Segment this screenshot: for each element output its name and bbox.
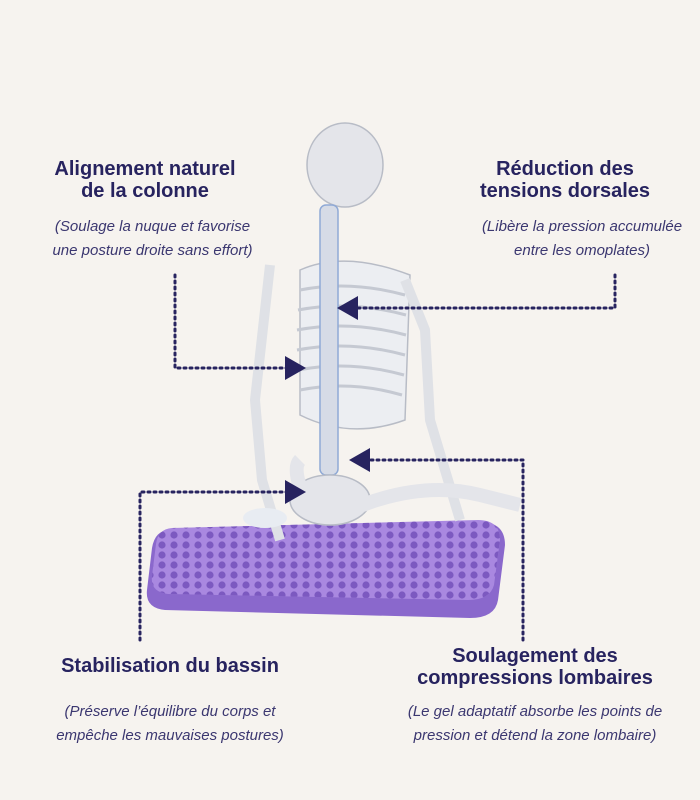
desc-line: une posture droite sans effort) [52, 242, 253, 259]
desc-line: (Préserve l’équilibre du corps et [64, 703, 276, 720]
desc-line: (Libère la pression accumulée [481, 218, 683, 235]
title-line: Soulagement des [452, 645, 618, 667]
title-line: compressions lombaires [417, 667, 653, 689]
callout-pelvis-title: Stabilisation du bassin [30, 655, 310, 677]
title-line: de la colonne [81, 180, 209, 202]
callout-lumbar-title: Soulagement des compressions lombaires [400, 645, 670, 689]
leader-line-dorsal [337, 273, 617, 320]
title-line: Alignement naturel [54, 158, 236, 180]
desc-line: (Le gel adaptatif absorbe les points de [407, 703, 663, 720]
callout-spine-title: Alignement naturel de la colonne [20, 158, 270, 202]
callout-spine-desc: (Soulage la nuque et favorise une postur… [15, 215, 290, 263]
gel-cushion [146, 520, 505, 618]
title-line: tensions dorsales [479, 180, 651, 202]
callout-pelvis-desc: (Préserve l’équilibre du corps et empêch… [30, 700, 310, 748]
desc-line: empêche les mauvaises postures) [56, 727, 284, 744]
callout-lumbar-desc: (Le gel adaptatif absorbe les points de … [385, 700, 685, 748]
leader-line-pelvis [138, 480, 306, 642]
desc-line: pression et détend la zone lombaire) [413, 727, 657, 744]
leader-line-lumbar [349, 448, 525, 642]
title-line: Stabilisation du bassin [61, 655, 279, 677]
skeleton-figure [243, 122, 522, 542]
desc-line: (Soulage la nuque et favorise [54, 218, 251, 235]
callout-dorsal-desc: (Libère la pression accumulée entre les … [462, 215, 700, 263]
desc-line: entre les omoplates) [514, 242, 650, 259]
leader-line-spine [173, 273, 306, 380]
title-line: Réduction des [496, 158, 634, 180]
callout-dorsal-title: Réduction des tensions dorsales [460, 158, 670, 202]
